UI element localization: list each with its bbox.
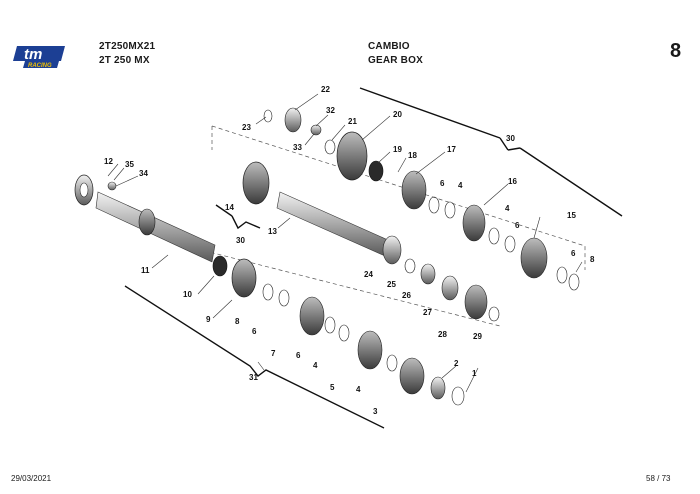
part-label: 3	[373, 407, 378, 416]
part-label: 11	[141, 266, 150, 275]
part-label: 4	[505, 204, 510, 213]
part-label: 27	[423, 308, 432, 317]
part-label: 23	[242, 123, 251, 132]
svg-text:RACING: RACING	[28, 63, 52, 69]
part-label: 20	[393, 110, 402, 119]
part-label: 12	[104, 157, 113, 166]
part-label: 31	[249, 373, 258, 382]
part-label: 22	[321, 85, 330, 94]
gears-upper	[401, 170, 580, 291]
part-label: 6	[296, 351, 301, 360]
section-title-en: GEAR BOX	[368, 55, 423, 66]
part-label: 30	[236, 236, 245, 245]
part-label: 6	[515, 221, 520, 230]
part-label: 16	[508, 177, 517, 186]
part-label: 33	[293, 143, 302, 152]
part-label: 7	[271, 349, 276, 358]
part-label: 18	[408, 151, 417, 160]
part-label: 35	[125, 160, 134, 169]
part-label: 2	[454, 359, 459, 368]
part-label: 19	[393, 145, 402, 154]
part-label: 1	[472, 369, 477, 378]
part-label: 14	[225, 203, 234, 212]
model-name: 2T 250 MX	[99, 55, 150, 66]
footer-date: 29/03/2021	[11, 474, 52, 483]
part-label: 15	[567, 211, 576, 220]
part-label: 10	[183, 290, 192, 299]
part-label: 32	[326, 106, 335, 115]
footer-page: 58 / 73	[646, 474, 671, 483]
part-label: 5	[330, 383, 335, 392]
part-label: 4	[356, 385, 361, 394]
part-label: 8	[235, 317, 240, 326]
part-label: 8	[590, 255, 595, 264]
bearings-middle	[404, 258, 500, 322]
part-label: 4	[313, 361, 318, 370]
part-label: 25	[387, 280, 396, 289]
part-label: 6	[571, 249, 576, 258]
part-label: 26	[402, 291, 411, 300]
part-label: 17	[447, 145, 456, 154]
tm-racing-logo: tm RACING	[13, 46, 65, 69]
part-label: 13	[268, 227, 277, 236]
assembly-brackets	[124, 87, 623, 429]
part-label: 21	[348, 117, 357, 126]
counter-shaft	[242, 107, 402, 265]
part-label: 30	[506, 134, 515, 143]
section-number: 8	[670, 40, 682, 62]
part-label: 24	[364, 270, 373, 279]
gears-lower	[262, 283, 465, 406]
dashed-frame	[169, 125, 586, 327]
part-label: 6	[252, 327, 257, 336]
part-label: 34	[139, 169, 148, 178]
part-label: 28	[438, 330, 447, 339]
leader-lines	[107, 93, 583, 393]
svg-text:tm: tm	[24, 46, 42, 63]
main-shaft	[74, 174, 257, 298]
part-label: 9	[206, 315, 211, 324]
model-code: 2T250MX21	[99, 41, 156, 52]
part-numbers: 1 2 3 4 4 4 4 5 6 6 6 6 6 7 8 8 9 10 11 …	[104, 85, 595, 416]
part-label: 4	[458, 181, 463, 190]
part-label: 29	[473, 332, 482, 341]
part-label: 6	[440, 179, 445, 188]
section-title-it: CAMBIO	[368, 41, 410, 52]
